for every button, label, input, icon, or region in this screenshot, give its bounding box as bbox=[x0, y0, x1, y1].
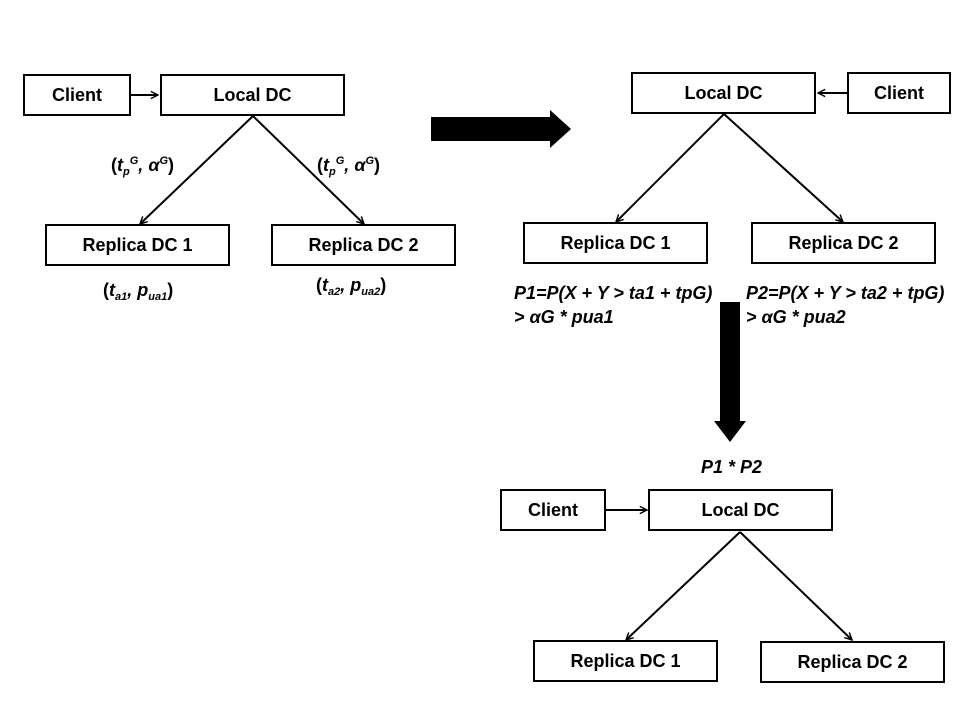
sup-G: G bbox=[365, 155, 375, 167]
var-p: p bbox=[350, 275, 362, 295]
sub-a2: a2 bbox=[328, 286, 341, 298]
var-t: t bbox=[109, 280, 115, 300]
d3-local-to-replica2-arrow bbox=[739, 531, 852, 640]
d3-replica2-node: Replica DC 2 bbox=[760, 641, 945, 683]
d2-replica1-label: Replica DC 1 bbox=[560, 232, 671, 253]
d3-replica2-label: Replica DC 2 bbox=[797, 651, 908, 672]
var-alpha: α bbox=[148, 155, 160, 175]
var-p: p bbox=[137, 280, 149, 300]
d3-local-dc-label: Local DC bbox=[701, 499, 780, 520]
sub-p: p bbox=[329, 166, 336, 178]
d1-client-label: Client bbox=[51, 84, 102, 105]
d3-replica1-node: Replica DC 1 bbox=[533, 640, 718, 682]
d1-local-dc-node: Local DC bbox=[160, 74, 345, 116]
d1-local-to-replica1-arrow bbox=[140, 115, 254, 224]
transition-right-arrow bbox=[431, 110, 571, 148]
sub-p: p bbox=[123, 166, 130, 178]
d2-formula2-line1: P2=P(X + Y > ta2 + tpG) bbox=[746, 283, 945, 303]
d1-replica2-node: Replica DC 2 bbox=[271, 224, 456, 266]
d3-local-to-replica1-arrow bbox=[626, 531, 741, 640]
d2-client-node: Client bbox=[847, 72, 951, 114]
d2-formula1-line2: > αG * pua1 bbox=[514, 307, 614, 327]
d1-local-dc-label: Local DC bbox=[213, 84, 292, 105]
d3-replica1-label: Replica DC 1 bbox=[570, 650, 681, 671]
sup-G: G bbox=[129, 155, 139, 167]
d1-client-node: Client bbox=[23, 74, 131, 116]
d1-replica2-label: Replica DC 2 bbox=[308, 234, 419, 255]
d3-client-node: Client bbox=[500, 489, 606, 531]
sub-ua2: ua2 bbox=[361, 286, 381, 298]
d1-replica1-label: Replica DC 1 bbox=[82, 234, 193, 255]
var-t: t bbox=[322, 275, 328, 295]
d1-edge-label-left: (tpG, αG) bbox=[111, 155, 175, 178]
d2-formula1-line1: P1=P(X + Y > ta1 + tpG) bbox=[514, 283, 713, 303]
d2-formula1: P1=P(X + Y > ta1 + tpG) > αG * pua1 bbox=[514, 281, 712, 329]
d1-replica1-node: Replica DC 1 bbox=[45, 224, 230, 266]
sup-G: G bbox=[159, 155, 169, 167]
var-alpha: α bbox=[354, 155, 366, 175]
d2-local-dc-node: Local DC bbox=[631, 72, 816, 114]
d1-replica1-params: (ta1, pua1) bbox=[103, 280, 174, 303]
product-label: P1 * P2 bbox=[701, 457, 763, 477]
var-t: t bbox=[117, 155, 123, 175]
d2-replica1-node: Replica DC 1 bbox=[523, 222, 708, 264]
d2-formula2: P2=P(X + Y > ta2 + tpG) > αG * pua2 bbox=[746, 281, 944, 329]
var-t: t bbox=[323, 155, 329, 175]
sup-G: G bbox=[335, 155, 345, 167]
d1-replica2-params: (ta2, pua2) bbox=[316, 275, 387, 298]
sub-a1: a1 bbox=[115, 291, 128, 303]
transition-down-arrow bbox=[714, 302, 746, 442]
d2-local-to-replica1-arrow bbox=[616, 113, 725, 222]
sub-ua1: ua1 bbox=[148, 291, 168, 303]
d2-replica2-node: Replica DC 2 bbox=[751, 222, 936, 264]
d2-local-dc-label: Local DC bbox=[684, 82, 763, 103]
d3-client-label: Client bbox=[527, 499, 578, 520]
d2-replica2-label: Replica DC 2 bbox=[788, 232, 899, 253]
d2-formula2-line2: > αG * pua2 bbox=[746, 307, 846, 327]
d2-client-label: Client bbox=[873, 82, 924, 103]
d2-local-to-replica2-arrow bbox=[723, 113, 843, 222]
d1-local-to-replica2-arrow bbox=[252, 115, 364, 224]
d1-edge-label-right: (tpG, αG) bbox=[317, 155, 381, 178]
d3-local-dc-node: Local DC bbox=[648, 489, 833, 531]
